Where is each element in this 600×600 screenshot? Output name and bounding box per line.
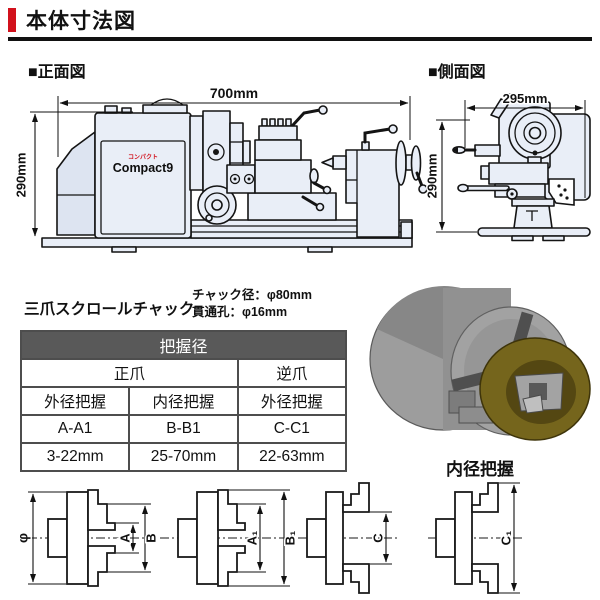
logo-katakana: コンパクト [128, 153, 158, 161]
cell-normal-jaw: 正爪 [20, 358, 239, 388]
side-column [513, 205, 553, 229]
page-header: 本体寸法図 [8, 5, 136, 35]
diagram-reverse-jaw-2: C₁ [435, 482, 520, 594]
front-width-dim: 700mm [210, 85, 258, 101]
side-height-dim: 290mm [424, 154, 439, 199]
cell-range-a: 3-22mm [19, 442, 131, 472]
chuck-specs: チャック径：φ80mm 貫通孔：φ16mm [192, 287, 312, 321]
table-row-codes: A-A1 B-B1 C-C1 [19, 414, 348, 444]
side-base [477, 227, 591, 237]
table-header-grip-dia: 把握径 [20, 330, 347, 360]
cell-range-c: 22-63mm [236, 442, 348, 472]
front-cross-slide [254, 159, 312, 194]
dim-label-c: C [370, 533, 385, 543]
front-tailstock-handwheel [395, 140, 407, 186]
chuck-photo-label: 内径把握 [446, 460, 514, 479]
table-row-header: 把握径 [20, 330, 347, 360]
header-rule [8, 37, 592, 41]
side-width-dim: 295mm [503, 91, 548, 106]
page-title: 本体寸法図 [26, 10, 136, 33]
dim-label-b1: B₁ [282, 531, 297, 546]
cell-grip-id: 内径把握 [128, 386, 239, 416]
diagram-reverse-jaw-1: C [306, 482, 392, 594]
diagram-normal-jaw-1: φ A B [13, 489, 160, 587]
front-height-dim: 290mm [13, 153, 28, 198]
front-tool-post [258, 125, 298, 141]
chuck-spec-bore: 貫通孔：φ16mm [192, 305, 288, 319]
dim-label-b: B [143, 533, 158, 542]
diagram-normal-jaw-2: A₁ B₁ [177, 489, 299, 587]
chuck-spec-diameter: チャック径：φ80mm [192, 288, 312, 302]
front-view-drawing: コンパクト Compact9 [12, 84, 428, 253]
dim-label-a: A [117, 533, 132, 543]
cell-code-c: C-C1 [236, 414, 348, 444]
side-view-drawing: 295mm 290mm [423, 90, 591, 242]
dim-label-phi: φ [15, 533, 31, 543]
cell-grip-od1: 外径把握 [19, 386, 131, 416]
table-row-jaw-type: 正爪 逆爪 [20, 358, 348, 388]
cell-grip-od2: 外径把握 [236, 386, 348, 416]
front-motor-cover [56, 131, 96, 236]
chuck-spec-table: 把握径 正爪 逆爪 外径把握 内径把握 外径把握 A-A1 B-B1 C-C1 … [19, 330, 348, 472]
red-accent-bar [8, 8, 16, 32]
table-row-grip-type: 外径把握 内径把握 外径把握 [19, 386, 348, 416]
chuck-3d-render [369, 286, 591, 441]
side-view-label: ■側面図 [428, 64, 486, 81]
dim-label-c1: C₁ [498, 531, 513, 546]
jaw-diagrams: φ A B A₁ B₁ [13, 482, 524, 594]
chuck-section-title: 三爪スクロールチャック [24, 301, 195, 318]
cell-range-b: 25-70mm [128, 442, 239, 472]
front-headstock [94, 112, 192, 239]
front-base-plate [41, 237, 413, 248]
dim-label-a1: A₁ [244, 531, 259, 546]
cell-reverse-jaw: 逆爪 [236, 358, 348, 388]
cell-code-a: A-A1 [19, 414, 131, 444]
front-view-label: ■正面図 [28, 64, 86, 81]
logo-compact9: Compact9 [113, 161, 173, 175]
cell-code-b: B-B1 [128, 414, 239, 444]
table-row-ranges: 3-22mm 25-70mm 22-63mm [19, 442, 348, 472]
side-cross-slide [488, 162, 549, 185]
